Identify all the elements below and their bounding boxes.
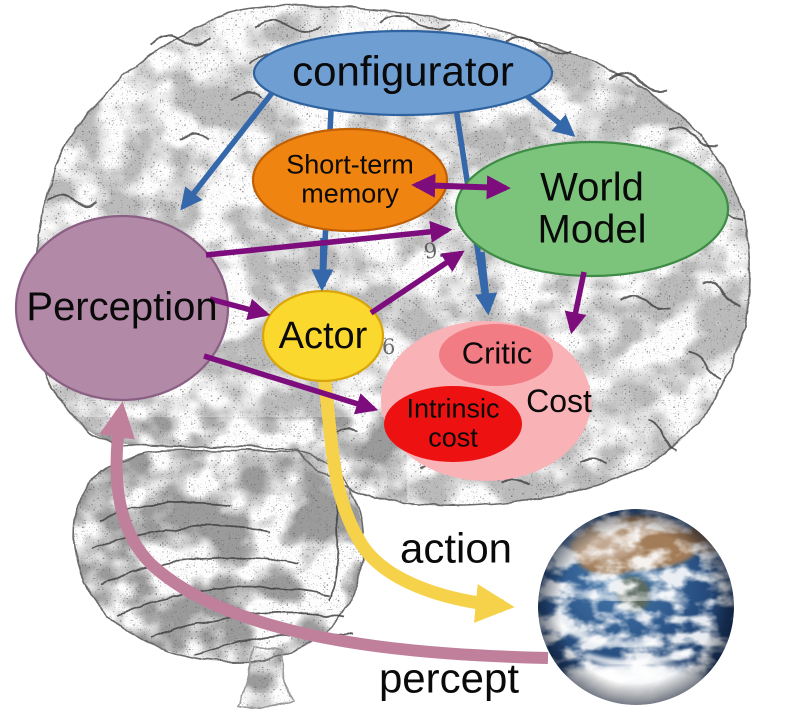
brain-sketch: 9. 6	[34, 4, 751, 709]
perception-ellipse	[14, 214, 230, 402]
background-number-6: 6	[382, 335, 395, 359]
arrow-perception-to-world-model	[205, 220, 453, 258]
world-model-ellipse	[454, 140, 730, 278]
configurator-ellipse	[252, 29, 554, 117]
arrow-configurator-to-perception	[180, 91, 275, 211]
earth-image	[538, 509, 734, 705]
arrow-actor-to-world-action	[316, 367, 515, 623]
critic-label: Critic	[461, 335, 533, 371]
arrow-perception-to-intrinsic-cost	[203, 353, 379, 415]
module-arrows	[180, 91, 587, 415]
world-model-label: World Model	[537, 165, 647, 252]
intrinsic-cost-label: Intrinsic cost	[406, 393, 500, 452]
arrow-world-to-perception-percept	[99, 401, 549, 664]
perception-label: Perception	[26, 284, 218, 329]
module-ellipses	[14, 29, 730, 481]
percept-label: percept	[378, 654, 520, 702]
action-label: action	[399, 524, 513, 572]
critic-ellipse	[439, 324, 553, 386]
configurator-label: configurator	[292, 47, 514, 95]
arrow-configurator-to-world-model	[525, 93, 576, 137]
cost-label: Cost	[526, 383, 592, 420]
background-number-9: 9.	[422, 237, 445, 264]
arrow-perception-to-actor	[209, 296, 271, 321]
short-term-memory-label: Short-term memory	[286, 149, 414, 208]
arrow-configurator-to-actor-head	[311, 237, 334, 292]
intrinsic-cost-ellipse	[384, 386, 522, 462]
arrow-actor-to-world-model	[369, 250, 465, 316]
actor-label: Actor	[278, 314, 368, 357]
arrow-configurator-to-cost-head	[475, 251, 498, 316]
arrow-short-term-memory-world-model	[411, 173, 511, 200]
cerebellum-striations	[91, 469, 353, 656]
arrow-world-model-to-cost	[564, 271, 587, 335]
